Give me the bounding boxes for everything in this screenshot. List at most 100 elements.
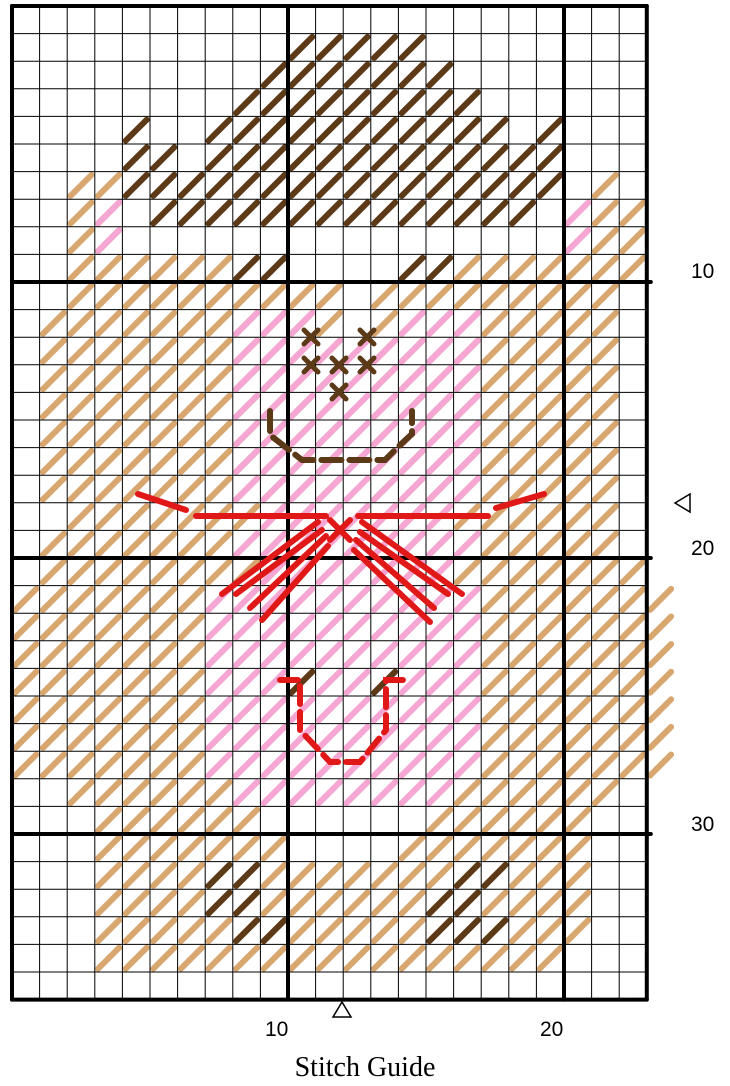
- brown-stitch: [402, 92, 423, 113]
- pink-stitch: [402, 479, 423, 500]
- tan-stitch: [512, 506, 533, 527]
- brown-stitch: [402, 258, 423, 279]
- pink-stitch: [319, 617, 340, 638]
- pink-stitch: [429, 313, 450, 334]
- pink-stitch: [347, 727, 368, 748]
- tan-stitch: [236, 948, 257, 969]
- tan-stitch: [402, 948, 423, 969]
- pink-stitch: [291, 617, 312, 638]
- brown-stitch: [347, 65, 368, 86]
- tan-stitch: [429, 865, 450, 886]
- tan-stitch: [485, 396, 506, 417]
- tan-stitch: [181, 534, 202, 555]
- pink-stitch: [402, 644, 423, 665]
- tan-stitch: [181, 423, 202, 444]
- tan-stitch: [540, 920, 561, 941]
- brown-stitch: [374, 37, 395, 58]
- tan-stitch: [71, 589, 92, 610]
- brown-stitch: [485, 147, 506, 168]
- pink-stitch: [429, 617, 450, 638]
- tan-stitch: [485, 534, 506, 555]
- pink-stitch: [347, 617, 368, 638]
- tan-stitch: [485, 893, 506, 914]
- tan-stitch: [485, 782, 506, 803]
- pink-stitch: [264, 479, 285, 500]
- tan-stitch: [319, 920, 340, 941]
- tan-stitch: [429, 285, 450, 306]
- tan-stitch: [126, 865, 147, 886]
- tan-stitch: [595, 644, 616, 665]
- pink-stitch: [319, 644, 340, 665]
- tan-stitch: [567, 313, 588, 334]
- brown-stitch: [319, 92, 340, 113]
- brown-stitch: [181, 203, 202, 224]
- tan-stitch: [98, 175, 119, 196]
- pink-stitch: [429, 782, 450, 803]
- tan-stitch: [540, 644, 561, 665]
- tan-stitch: [98, 341, 119, 362]
- tan-stitch: [153, 865, 174, 886]
- tan-stitch: [209, 561, 230, 582]
- brown-stitch: [209, 893, 230, 914]
- tan-stitch: [402, 920, 423, 941]
- tan-stitch: [153, 893, 174, 914]
- pink-stitch: [429, 451, 450, 472]
- pink-stitch: [347, 561, 368, 582]
- pink-stitch: [319, 479, 340, 500]
- pink-stitch: [374, 368, 395, 389]
- tan-stitch: [98, 313, 119, 334]
- pink-stitch: [347, 423, 368, 444]
- pink-stitch: [374, 755, 395, 776]
- tan-stitch: [512, 810, 533, 831]
- tan-stitch: [98, 479, 119, 500]
- tan-stitch: [153, 341, 174, 362]
- tan-stitch: [43, 341, 64, 362]
- tan-stitch: [623, 203, 644, 224]
- pink-stitch: [264, 727, 285, 748]
- tan-stitch: [153, 396, 174, 417]
- tan-stitch: [457, 285, 478, 306]
- brown-stitch: [429, 147, 450, 168]
- tan-stitch: [126, 368, 147, 389]
- tan-stitch: [595, 175, 616, 196]
- tan-stitch: [181, 644, 202, 665]
- tan-stitch: [209, 341, 230, 362]
- brown-stitch: [512, 147, 533, 168]
- tan-stitch: [540, 451, 561, 472]
- tan-stitch: [623, 230, 644, 251]
- tan-stitch: [209, 368, 230, 389]
- brown-stitch: [209, 120, 230, 141]
- brown-stitch: [457, 893, 478, 914]
- tan-stitch: [181, 396, 202, 417]
- tan-stitch: [236, 285, 257, 306]
- tan-stitch: [567, 837, 588, 858]
- tan-stitch: [71, 727, 92, 748]
- tan-stitch: [595, 203, 616, 224]
- tan-stitch: [540, 699, 561, 720]
- tan-stitch: [181, 699, 202, 720]
- tan-stitch: [567, 920, 588, 941]
- tan-stitch: [485, 258, 506, 279]
- tan-stitch: [15, 755, 36, 776]
- tan-stitch: [126, 506, 147, 527]
- tan-stitch: [209, 423, 230, 444]
- pink-stitch: [291, 423, 312, 444]
- tan-stitch: [595, 285, 616, 306]
- tan-stitch: [623, 561, 644, 582]
- tan-stitch: [126, 313, 147, 334]
- brown-stitch: [457, 147, 478, 168]
- tan-stitch: [402, 865, 423, 886]
- pink-stitch: [457, 755, 478, 776]
- tan-stitch: [209, 948, 230, 969]
- pink-stitch: [429, 699, 450, 720]
- pink-stitch: [429, 644, 450, 665]
- tan-stitch: [43, 699, 64, 720]
- tan-stitch: [402, 837, 423, 858]
- tan-stitch: [457, 782, 478, 803]
- pink-stitch: [374, 423, 395, 444]
- brown-stitch: [264, 147, 285, 168]
- pink-stitch: [264, 368, 285, 389]
- tan-stitch: [209, 285, 230, 306]
- pink-stitch: [319, 699, 340, 720]
- pink-stitch: [429, 755, 450, 776]
